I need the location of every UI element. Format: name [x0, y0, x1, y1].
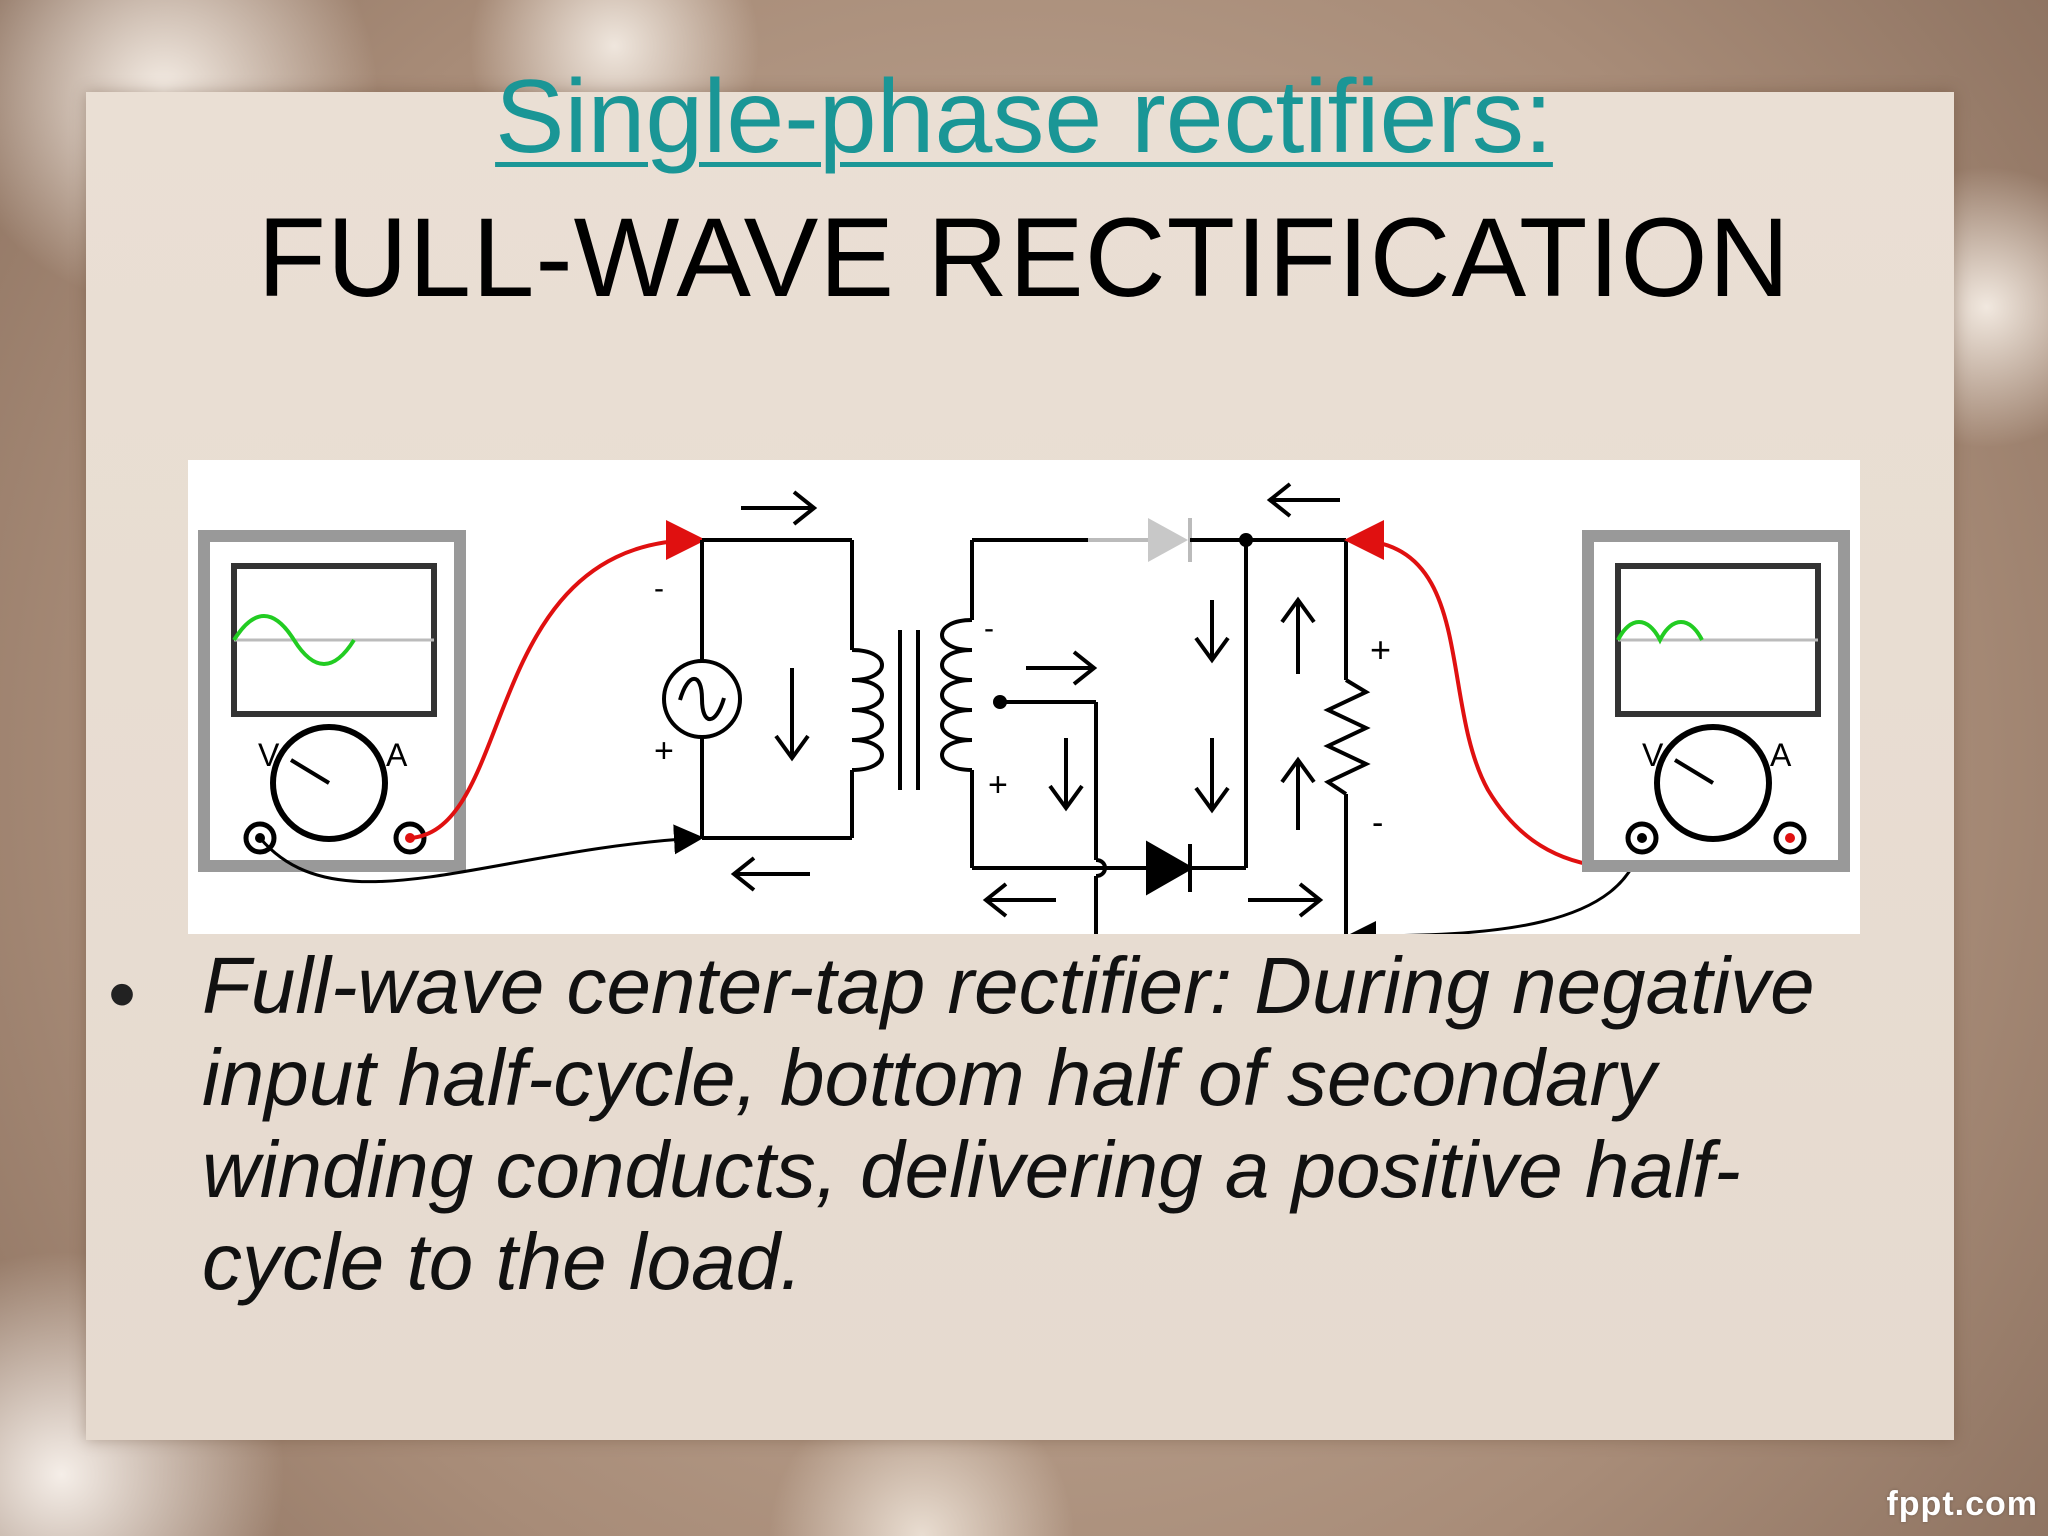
slide-title-link[interactable]: Single-phase rectifiers: — [495, 59, 1553, 175]
load-bottom-sign: - — [1372, 804, 1383, 842]
top-diode-inactive — [1088, 518, 1246, 562]
secondary-bottom-sign: + — [988, 766, 1008, 804]
right-rectified-trace — [1616, 620, 1704, 645]
bullet-marker: • — [108, 949, 137, 1038]
bullet-text: Full-wave center-tap rectifier: During n… — [202, 941, 1815, 1306]
left-meter-a-label: A — [386, 737, 408, 773]
secondary-circuit — [940, 482, 1371, 934]
footer-brand: fppt.com — [1886, 1485, 2038, 1523]
circuit-diagram: V A - + — [198, 482, 1850, 934]
source-bottom-sign: + — [654, 732, 674, 770]
left-black-probe-wire — [258, 824, 704, 884]
right-oscilloscope: V A — [1582, 530, 1850, 872]
top-junction-dot — [1239, 533, 1253, 547]
slide-subtitle: FULL-WAVE RECTIFICATION — [257, 195, 1791, 320]
right-meter-v-label: V — [1642, 737, 1664, 773]
secondary-top-sign: - — [984, 612, 994, 645]
center-tap-dot — [993, 695, 1007, 709]
left-oscilloscope: V A — [198, 530, 466, 872]
load-top-sign: + — [1370, 629, 1391, 670]
rectifier-circuit-figure: V A - + — [188, 460, 1860, 934]
right-meter-a-label: A — [1770, 737, 1792, 773]
left-sine-trace — [232, 614, 356, 666]
left-red-probe-wire — [409, 520, 706, 840]
source-top-sign: - — [654, 572, 664, 605]
primary-circuit — [662, 490, 920, 892]
left-meter-v-label: V — [258, 737, 280, 773]
